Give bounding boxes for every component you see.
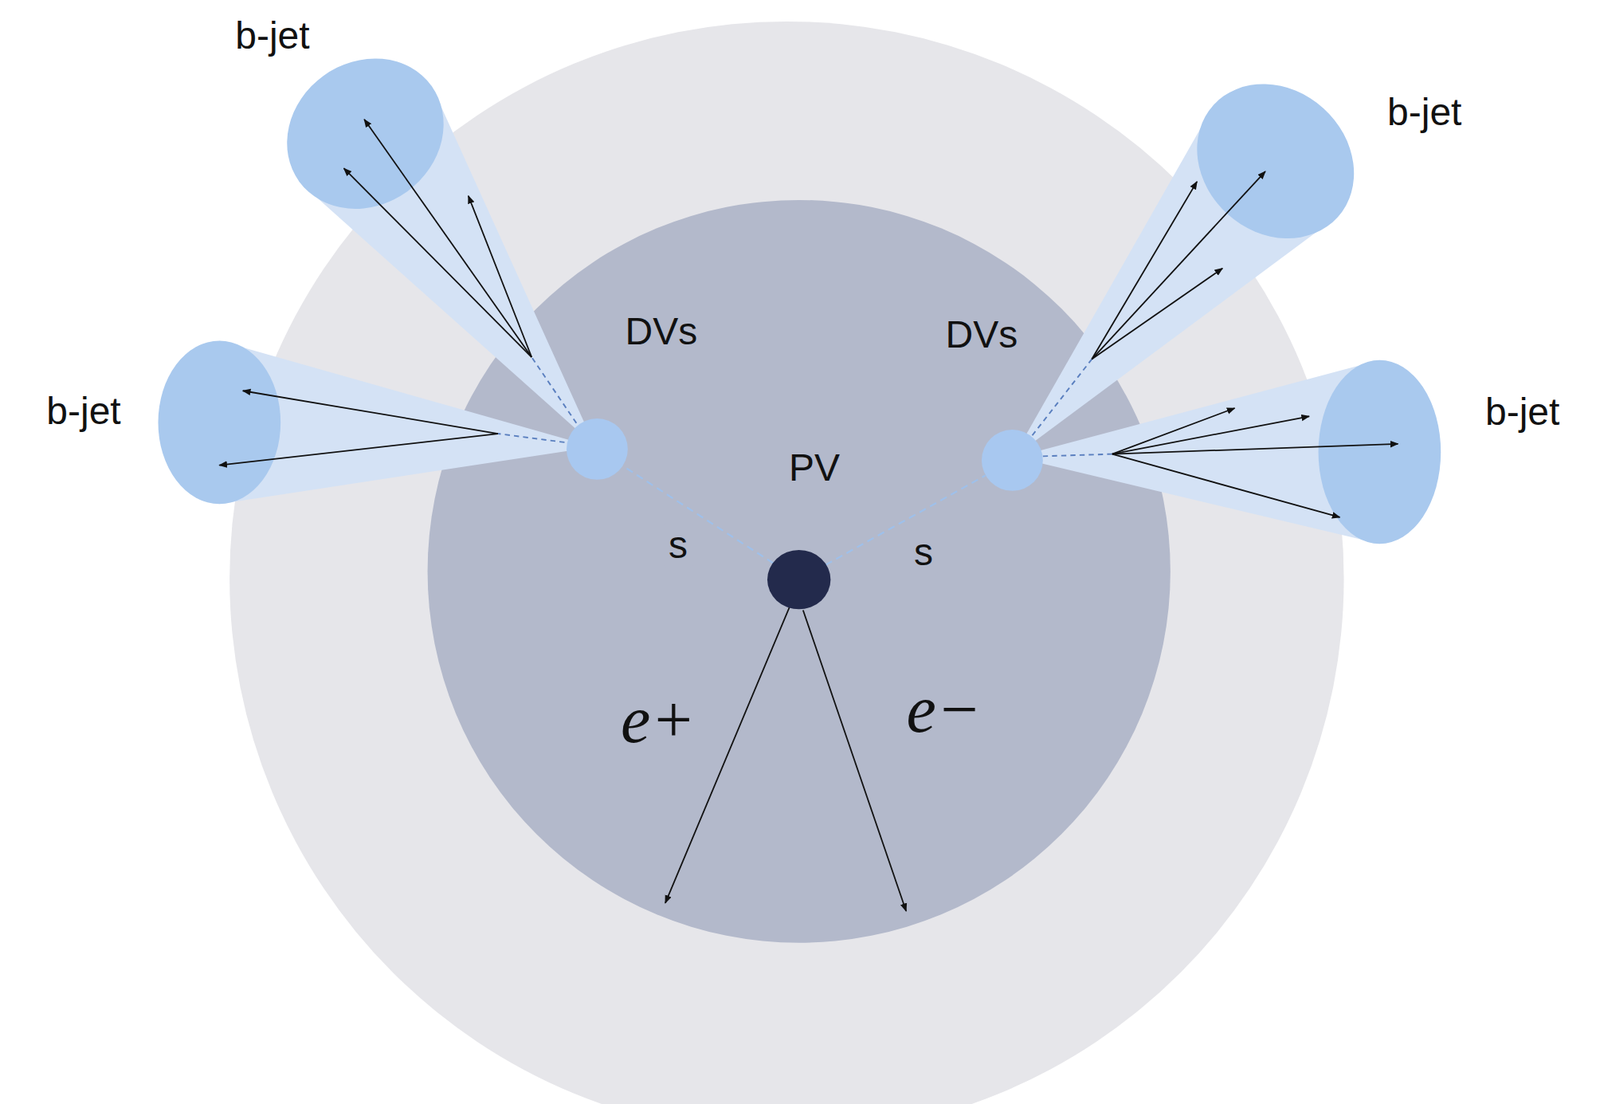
primary-vertex: PV: [767, 549, 831, 609]
b-jet-cone: b-jet: [157, 341, 281, 505]
decay-path: [622, 465, 773, 563]
jet-cones: [157, 27, 1441, 544]
decay-path: [825, 474, 986, 565]
particle-label: e−: [906, 670, 982, 749]
displaced-vertex: DVs: [566, 418, 628, 480]
lepton-tracks: [665, 591, 906, 911]
jet-tracks: [219, 119, 1398, 518]
node-label: DVs: [624, 309, 698, 354]
displaced-vertex: DVs: [981, 429, 1044, 491]
b-jet-cone: b-jet: [1199, 84, 1353, 238]
node-label: b-jet: [235, 13, 310, 58]
vertex-shape: [566, 418, 628, 480]
b-jet-cone: b-jet: [288, 57, 442, 211]
node-label: b-jet: [1485, 390, 1560, 435]
particle-label: e+: [620, 681, 696, 759]
node-label: b-jet: [1387, 90, 1462, 134]
vertex-shape: [767, 549, 831, 609]
node-label: DVs: [945, 312, 1019, 357]
vertex-shape: [981, 429, 1044, 491]
outer-detector: [229, 21, 1344, 1104]
edge-label: s: [909, 529, 938, 574]
node-label: b-jet: [46, 388, 121, 433]
b-jet-cone: b-jet: [1318, 360, 1442, 545]
inner-detector: [427, 200, 1171, 943]
node-label: PV: [788, 445, 840, 490]
edge-label: s: [663, 522, 693, 567]
